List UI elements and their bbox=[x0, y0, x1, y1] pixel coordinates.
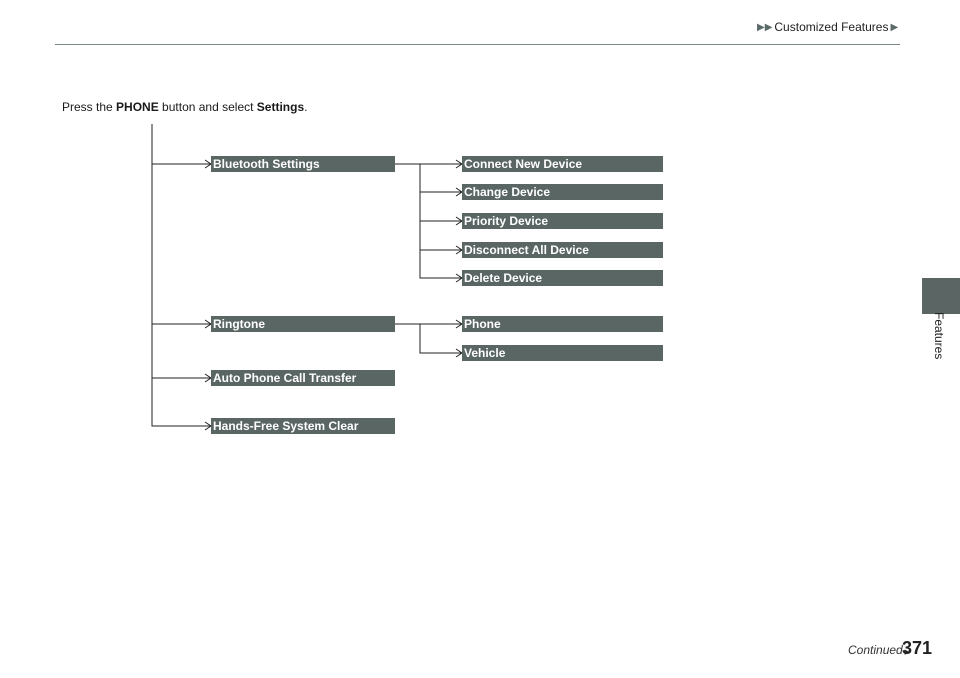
menu-item-hands-free-system-clear: Hands-Free System Clear bbox=[211, 418, 395, 434]
menu-item-connect-new-device: Connect New Device bbox=[462, 156, 663, 172]
menu-item-priority-device: Priority Device bbox=[462, 213, 663, 229]
menu-item-auto-phone-call-transfer: Auto Phone Call Transfer bbox=[211, 370, 395, 386]
menu-item-bluetooth-settings: Bluetooth Settings bbox=[211, 156, 395, 172]
intro-prefix: Press the bbox=[62, 100, 117, 114]
intro-middle: button and select bbox=[158, 100, 257, 114]
continued-label: Continued ▶ bbox=[848, 643, 911, 657]
section-tab-label: Features bbox=[932, 312, 946, 360]
settings-name: Settings bbox=[256, 100, 305, 114]
phone-button-name: PHONE bbox=[116, 100, 159, 114]
section-tab bbox=[922, 278, 960, 314]
page-number: 371 bbox=[902, 638, 933, 658]
menu-item-ringtone: Ringtone bbox=[211, 316, 395, 332]
menu-item-disconnect-all-device: Disconnect All Device bbox=[462, 242, 663, 258]
menu-item-vehicle: Vehicle bbox=[462, 345, 663, 361]
breadcrumb: ▶▶ Customized Features ▶ bbox=[757, 18, 898, 36]
arrow-icon: ▶▶ bbox=[757, 21, 773, 33]
section-title: Customized Features bbox=[774, 20, 889, 34]
menu-item-change-device: Change Device bbox=[462, 184, 663, 200]
arrow-icon: ▶ bbox=[890, 21, 899, 33]
intro-text: Press the PHONE button and select Settin… bbox=[62, 100, 307, 114]
continued-arrow-icon: ▶ bbox=[902, 649, 911, 656]
header-divider bbox=[55, 44, 900, 45]
menu-item-delete-device: Delete Device bbox=[462, 270, 663, 286]
intro-suffix: . bbox=[304, 100, 308, 114]
menu-item-phone: Phone bbox=[462, 316, 663, 332]
